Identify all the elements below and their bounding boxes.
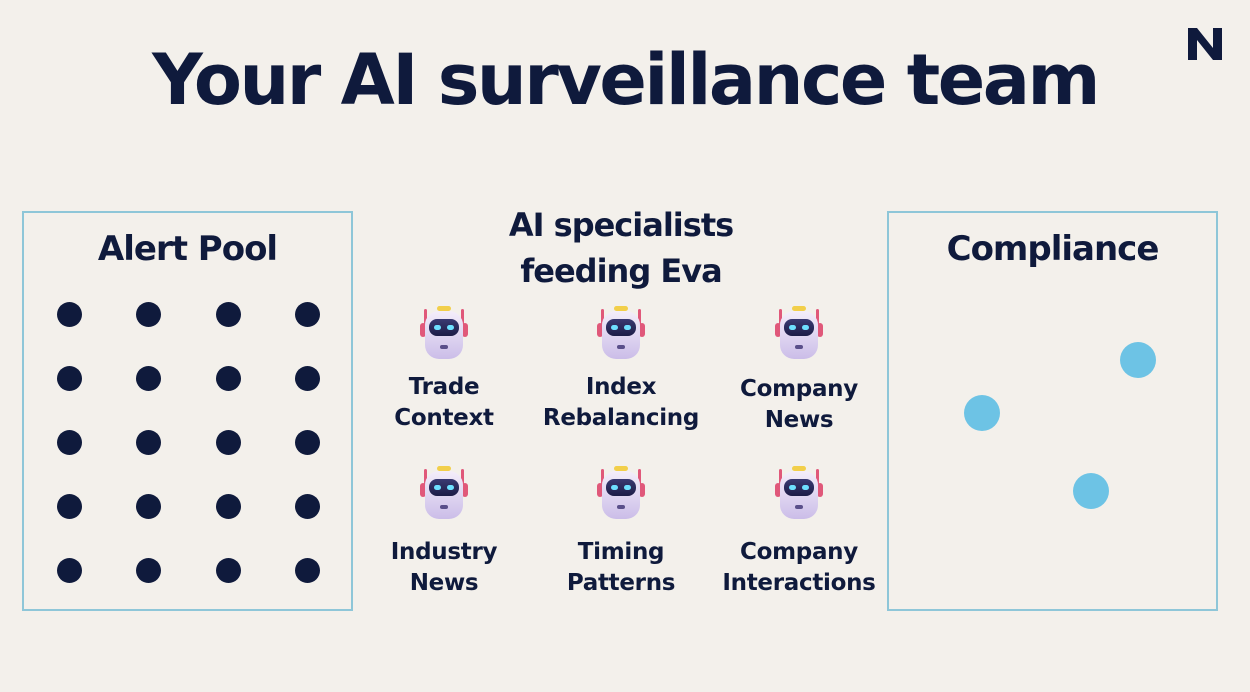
alert-dot	[136, 430, 161, 455]
agent-company-interactions: Company Interactions	[709, 466, 889, 599]
agent-trade-context: Trade Context	[354, 306, 534, 434]
agent-label: Industry News	[390, 539, 498, 596]
alert-dot	[57, 430, 82, 455]
compliance-dot	[1073, 473, 1109, 509]
agent-label: Index Rebalancing	[542, 374, 700, 431]
alert-dot	[136, 366, 161, 391]
alert-dot	[216, 302, 241, 327]
alert-dot	[295, 558, 320, 583]
alert-dot	[216, 494, 241, 519]
specialists-heading-line1: AI specialists	[508, 206, 734, 244]
alert-dot	[57, 558, 82, 583]
alert-dot	[57, 366, 82, 391]
robot-icon	[420, 306, 468, 359]
brand-logo-icon	[1188, 28, 1222, 60]
agent-index-rebalancing: Index Rebalancing	[531, 306, 711, 434]
agent-label: Company News	[740, 376, 858, 433]
robot-icon	[420, 466, 468, 519]
specialists-heading-line2: feeding Eva	[520, 252, 722, 290]
alert-dot	[216, 430, 241, 455]
robot-icon	[775, 306, 823, 359]
alert-dot	[216, 366, 241, 391]
alert-dot	[136, 558, 161, 583]
agent-label: Trade Context	[394, 374, 494, 431]
compliance-dot	[964, 395, 1000, 431]
agent-company-news: Company News	[709, 306, 889, 436]
alert-dot	[295, 366, 320, 391]
compliance-dot	[1120, 342, 1156, 378]
agent-industry-news: Industry News	[354, 466, 534, 599]
alert-dot	[216, 558, 241, 583]
alert-dot	[57, 494, 82, 519]
agent-label: Timing Patterns	[566, 539, 676, 596]
alert-pool-title: Alert Pool	[97, 229, 278, 269]
agent-label: Company Interactions	[722, 539, 876, 596]
agent-timing-patterns: Timing Patterns	[531, 466, 711, 599]
alert-dot	[57, 302, 82, 327]
compliance-panel: Compliance	[887, 211, 1218, 611]
alert-pool-panel: Alert Pool	[22, 211, 353, 611]
alert-dot	[136, 302, 161, 327]
alert-dot	[136, 494, 161, 519]
compliance-title: Compliance	[946, 229, 1160, 269]
robot-icon	[775, 466, 823, 519]
slide-title: Your AI surveillance team	[152, 39, 1100, 121]
alert-dot	[295, 494, 320, 519]
alert-dot	[295, 430, 320, 455]
specialists-heading: AI specialists feeding Eva	[440, 202, 802, 294]
alert-dot	[295, 302, 320, 327]
robot-icon	[597, 466, 645, 519]
robot-icon	[597, 306, 645, 359]
